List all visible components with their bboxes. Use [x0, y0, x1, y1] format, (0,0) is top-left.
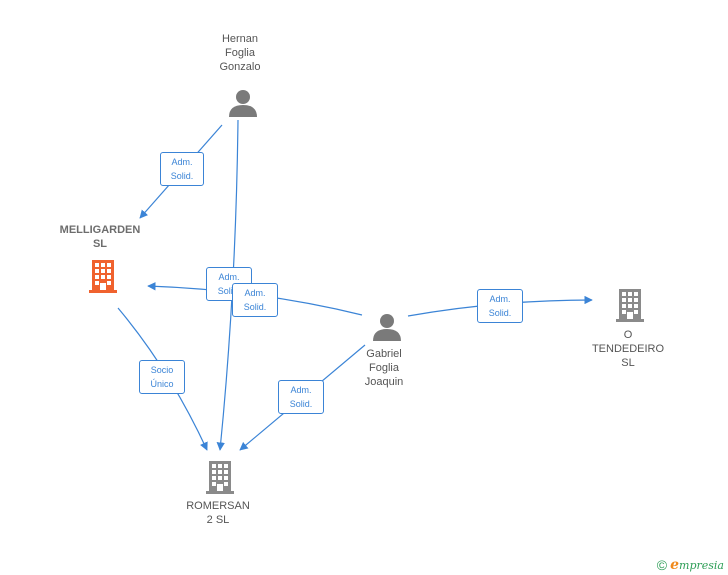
node-label-line: Gabriel	[366, 348, 402, 360]
node-label-tendedeiro[interactable]: O TENDEDEIRO SL	[580, 328, 676, 370]
edge-label-line: Adm.	[218, 272, 240, 282]
brand-logo: empresia	[670, 557, 724, 573]
edge-label-gabriel-tendedeiro[interactable]: Adm. Solid.	[477, 289, 523, 323]
edge-label-line: Solid.	[289, 399, 313, 409]
copyright-footer[interactable]: © empresia	[657, 557, 724, 573]
node-label-line: Hernan	[221, 33, 259, 45]
edge-label-hernan-melligarden[interactable]: Adm. Solid.	[160, 152, 204, 186]
edge-label-line: Solid.	[217, 286, 241, 296]
node-label-line: 2 SL	[206, 514, 230, 526]
node-label-line: ROMERSAN	[186, 500, 250, 512]
node-label-line: Gonzalo	[219, 61, 261, 73]
person-icon[interactable]	[372, 312, 402, 342]
edge-label-line: Único	[150, 379, 174, 389]
node-label-line: SL	[621, 357, 635, 369]
person-icon[interactable]	[228, 88, 258, 118]
edge-label-gabriel-romersan[interactable]: Adm. Solid.	[278, 380, 324, 414]
edge-label-line: Adm.	[489, 294, 511, 304]
edge-label-line: Adm.	[290, 385, 312, 395]
node-label-line: SL	[92, 238, 108, 250]
node-label-melligarden[interactable]: MELLIGARDEN SL	[40, 223, 160, 251]
copyright-icon: ©	[656, 557, 668, 573]
brand-name: mpresia	[679, 559, 724, 572]
building-icon[interactable]	[86, 258, 120, 294]
edge-label-line: Solid.	[170, 171, 194, 181]
node-label-line: TENDEDEIRO	[591, 343, 665, 355]
edge-label-line: Solid.	[243, 302, 267, 312]
node-label-line: O	[623, 329, 633, 341]
node-label-line: Foglia	[225, 47, 255, 59]
node-label-romersan[interactable]: ROMERSAN 2 SL	[170, 499, 266, 527]
building-icon[interactable]	[613, 287, 647, 323]
edge-label-gabriel-melligarden[interactable]: Adm. Solid.	[232, 283, 278, 317]
edge-label-line: Adm.	[244, 288, 266, 298]
edge-label-line: Adm.	[171, 157, 193, 167]
edge-label-line: Solid.	[488, 308, 512, 318]
node-label-line: Foglia	[369, 362, 399, 374]
edge-label-melligarden-romersan[interactable]: Socio Único	[139, 360, 185, 394]
node-label-hernan[interactable]: Hernan Foglia Gonzalo	[200, 32, 280, 74]
node-label-line: MELLIGARDEN	[59, 224, 141, 236]
node-label-line: Joaquin	[364, 376, 404, 388]
node-label-gabriel[interactable]: Gabriel Foglia Joaquin	[344, 347, 424, 389]
edge-label-line: Socio	[150, 365, 174, 375]
building-icon[interactable]	[203, 459, 237, 495]
brand-initial: e	[670, 557, 680, 573]
